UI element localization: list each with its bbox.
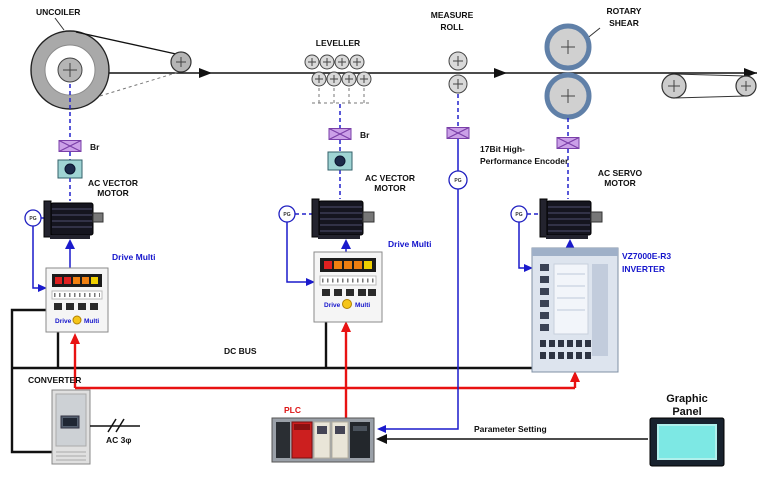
signal-arrow-icon — [341, 239, 351, 249]
signal-arrow-icon — [38, 284, 47, 292]
ac-servo-motor-label-2: MOTOR — [604, 178, 635, 188]
brake-mid — [327, 151, 353, 171]
drive-multi-left-label: Drive Multi — [112, 252, 155, 262]
faceplate-brand-drive: Drive — [324, 302, 341, 309]
ac-servo-motor — [539, 198, 603, 239]
coupling-symbols — [58, 126, 580, 153]
encoder-label-2: Performance Encoder — [480, 156, 569, 166]
rotary-shear-label-2: SHEAR — [609, 18, 639, 28]
brake-label-mid: Br — [360, 130, 370, 140]
dc-bus-label: DC BUS — [224, 346, 257, 356]
rotary-shear-unit — [544, 23, 601, 120]
signal-arrow-icon — [565, 239, 575, 249]
graphic-panel-unit — [649, 417, 725, 467]
signal-arrow-icon — [65, 239, 75, 249]
coupling-icon — [328, 127, 352, 141]
pg-sensor-measure: PG — [448, 170, 468, 190]
signal-arrow-icon — [524, 264, 533, 272]
strip-arrow-icon — [494, 68, 507, 78]
inverter-label-1: VZ7000E-R3 — [622, 251, 671, 261]
plc-label: PLC — [284, 405, 301, 415]
control-signal-lines — [32, 189, 575, 433]
pg-label: PG — [454, 178, 461, 184]
signal-arrow-icon — [306, 278, 315, 286]
pg-sensor-left: PG — [24, 209, 42, 227]
uncoiler-unit — [30, 17, 192, 110]
black-power-bus — [10, 308, 532, 454]
ac-vector-motor-left — [43, 200, 104, 239]
drive-multi-mid-label: Drive Multi — [388, 239, 431, 249]
signal-arrow-icon — [377, 425, 386, 433]
encoder-label-1: 17Bit High- — [480, 144, 525, 154]
strip-arrow-icon — [199, 68, 212, 78]
measure-roll-unit — [448, 51, 468, 94]
inverter-label-2: INVERTER — [622, 264, 665, 274]
parameter-setting-link — [376, 434, 648, 444]
coupling-icon — [556, 136, 580, 150]
parameter-setting-label: Parameter Setting — [474, 424, 547, 434]
pg-label: PG — [515, 212, 522, 218]
brake-label-left: Br — [90, 142, 100, 152]
pg-label: PG — [29, 216, 36, 222]
ac-servo-motor-label-1: AC SERVO — [598, 168, 643, 178]
ac-vector-motor-mid-label-1: AC VECTOR — [365, 173, 415, 183]
faceplate-brand-multi: Multi — [84, 318, 99, 325]
dc-bus-arrow-icon — [341, 321, 351, 332]
panel-screen — [657, 424, 717, 460]
converter-unit — [51, 389, 91, 465]
dc-bus-arrow-icon — [70, 333, 80, 344]
measure-roll-label-1: MEASURE — [431, 10, 474, 20]
drive-multi-unit-mid: Drive Multi — [313, 251, 383, 323]
converter-label: CONVERTER — [28, 375, 81, 385]
pg-label: PG — [283, 212, 290, 218]
ac-vector-motor-left-label-2: MOTOR — [97, 188, 128, 198]
rotary-shear-label-1: ROTARY — [607, 6, 642, 16]
ac-vector-motor-left-label-1: AC VECTOR — [88, 178, 138, 188]
leveller-unit — [304, 54, 372, 104]
pg-sensor-mid: PG — [278, 205, 296, 223]
leveller-label: LEVELLER — [316, 38, 360, 48]
ac-vector-motor-mid — [311, 198, 375, 239]
brake-left — [57, 159, 83, 179]
dc-bus-red-lines — [70, 321, 580, 418]
deflector-roll — [170, 51, 192, 73]
coupling-icon — [58, 139, 82, 153]
plc-cpu-module — [291, 421, 313, 459]
dc-bus-arrow-icon — [570, 371, 580, 382]
leveller-bottom-rolls — [311, 71, 372, 87]
leveller-frame-dashed — [312, 88, 370, 104]
parameter-arrow-icon — [376, 434, 387, 444]
coupling-icon — [446, 126, 470, 140]
ac-input-line — [90, 418, 140, 433]
leveller-top-rolls — [304, 54, 365, 70]
measure-roll-label-2: ROLL — [440, 22, 463, 32]
graphic-panel-label-1: Graphic — [666, 393, 708, 405]
uncoiler-label: UNCOILER — [36, 7, 80, 17]
mechanical-links — [69, 84, 569, 201]
graphic-panel-label-2: Panel — [672, 406, 701, 418]
faceplate-brand-multi: Multi — [355, 302, 370, 309]
plc-unit — [271, 417, 375, 463]
faceplate-logo-icon — [342, 299, 352, 309]
faceplate-brand-drive: Drive — [55, 318, 72, 325]
faceplate-logo-icon — [72, 315, 82, 325]
vz7000-inverter-unit — [531, 247, 619, 373]
exit-conveyor — [661, 73, 757, 99]
strip-path — [106, 68, 757, 78]
drive-multi-unit-left: Drive Multi — [45, 267, 109, 333]
three-phase-ticks-icon — [107, 418, 125, 433]
ac-3phase-label: AC 3φ — [106, 435, 131, 445]
ac-vector-motor-mid-label-2: MOTOR — [374, 183, 405, 193]
pg-sensor-servo: PG — [510, 205, 528, 223]
